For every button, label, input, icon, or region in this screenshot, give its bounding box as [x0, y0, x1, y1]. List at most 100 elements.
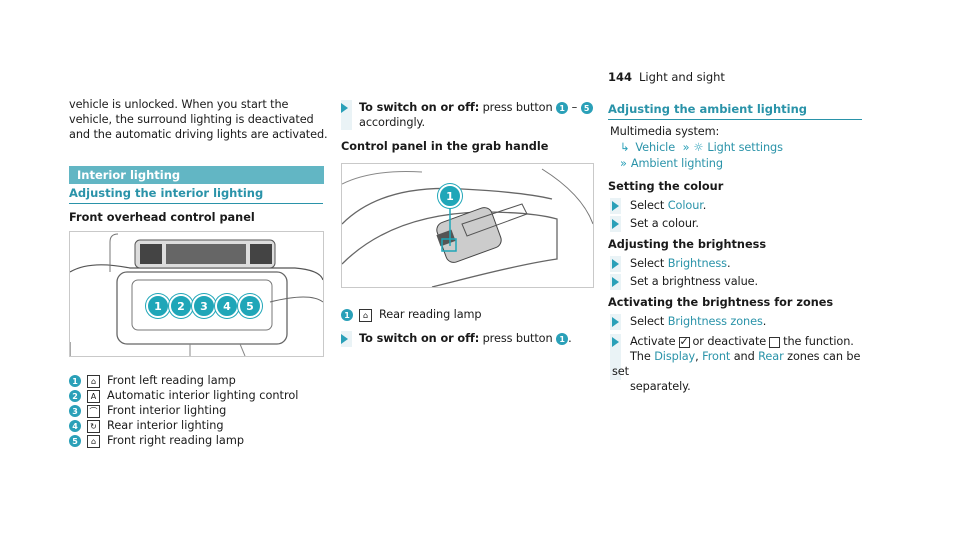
legend-text: Automatic interior lighting control — [107, 389, 299, 402]
step-marker-bg — [610, 334, 621, 380]
callout-5: 5 — [238, 294, 262, 318]
legend-num: 5 — [69, 435, 81, 447]
zones-title: Activating the brightness for zones — [608, 296, 834, 309]
set-colour-title: Setting the colour — [608, 180, 724, 193]
nav-light-settings-link[interactable]: Light settings — [707, 141, 783, 154]
callout-4: 4 — [215, 294, 239, 318]
step-text: Select — [630, 315, 668, 328]
nav-path-line1: ↳ Vehicle »☼Light settings — [620, 140, 783, 155]
step-text: press button — [479, 101, 553, 114]
callout-1: 1 — [438, 184, 462, 208]
step-arrow-icon — [612, 277, 619, 287]
callout-leader — [441, 208, 457, 252]
overhead-panel-illustration: 1 2 3 4 5 — [69, 231, 324, 357]
step-arrow-icon — [341, 334, 348, 344]
display-zone-link[interactable]: Display — [654, 350, 696, 363]
legend-text: Rear interior lighting — [107, 419, 224, 432]
step-switch-grab: To switch on or off: press button 1. — [341, 331, 601, 346]
step-text: press button — [479, 332, 553, 345]
overhead-panel-drawing — [70, 233, 323, 356]
step-text: , — [695, 350, 703, 363]
auto-lighting-icon: A — [87, 389, 100, 403]
step-text: accordingly. — [359, 116, 425, 129]
step-set-brightness: Set a brightness value. — [612, 274, 758, 289]
reading-lamp-icon: ⌂ — [87, 374, 100, 388]
nav-path-line2: »Ambient lighting — [620, 156, 723, 171]
front-interior-lighting-icon: ⌒ — [87, 404, 100, 418]
rear-interior-lighting-icon: ↻ — [87, 419, 100, 433]
page-header: 144 Light and sight — [608, 70, 725, 84]
step-marker-bg — [341, 100, 352, 130]
step-num: 1 — [556, 102, 569, 114]
step-select-zones: Select Brightness zones. — [612, 314, 766, 329]
step-text: or deactivate — [692, 335, 767, 348]
step-text: . — [762, 315, 767, 328]
checkbox-empty-icon — [769, 336, 781, 348]
checkbox-checked-icon — [678, 334, 690, 349]
step-arrow-icon — [612, 259, 619, 269]
brightness-link[interactable]: Brightness — [667, 257, 727, 270]
step-text: separately. — [630, 380, 691, 393]
step-arrow-icon — [341, 103, 348, 113]
multimedia-label: Multimedia system: — [610, 125, 720, 138]
step-bold: To switch on or off: — [359, 101, 480, 114]
step-dash: – — [571, 101, 578, 114]
colour-link[interactable]: Colour — [667, 199, 703, 212]
legend-text: Rear reading lamp — [379, 308, 482, 321]
legend-num: 3 — [69, 405, 81, 417]
step-select-colour: Select Colour. — [612, 198, 706, 213]
nav-vehicle-link[interactable]: Vehicle — [635, 141, 676, 154]
page-number: 144 — [608, 70, 633, 84]
step-num: 5 — [580, 102, 593, 114]
step-activate: Activate or deactivate the function. The D… — [612, 334, 862, 394]
grab-handle-drawing — [342, 168, 593, 287]
step-text: Activate — [630, 335, 676, 348]
step-text: the function. — [783, 335, 854, 348]
step-num: 1 — [556, 333, 569, 345]
section-bar: Interior lighting — [69, 166, 324, 184]
legend-item: 3 ⌒ Front interior lighting — [69, 403, 339, 418]
step-text: Select — [630, 199, 668, 212]
subheading-interior: Adjusting the interior lighting — [69, 186, 323, 204]
brightness-title: Adjusting the brightness — [608, 238, 767, 251]
callout-3: 3 — [192, 294, 216, 318]
intro-paragraph: vehicle is unlocked. When you start the … — [69, 98, 328, 141]
legend-text: Front right reading lamp — [107, 434, 245, 447]
legend-num: 1 — [69, 375, 81, 387]
step-set-colour: Set a colour. — [612, 216, 699, 231]
rear-zone-link[interactable]: Rear — [758, 350, 784, 363]
front-zone-link[interactable]: Front — [702, 350, 731, 363]
step-text: Set a brightness value. — [630, 275, 758, 288]
chevron-right-icon: » — [682, 141, 690, 154]
step-select-brightness: Select Brightness. — [612, 256, 731, 271]
step-arrow-icon — [612, 219, 619, 229]
legend-item: 5⌂Front right reading lamp — [69, 433, 339, 448]
grab-legend-item: 1⌂Rear reading lamp — [341, 307, 482, 322]
step-bold: To switch on or off: — [359, 332, 480, 345]
return-arrow-icon: ↳ — [620, 141, 630, 154]
callout-1: 1 — [146, 294, 170, 318]
legend-num: 1 — [341, 309, 353, 321]
step-arrow-icon — [612, 201, 619, 211]
step-text: . — [726, 257, 731, 270]
legend-num: 4 — [69, 420, 81, 432]
step-text: zones can be set — [612, 350, 861, 378]
step-text: Set a colour. — [630, 217, 699, 230]
step-text: Select — [630, 257, 668, 270]
light-settings-icon: ☼ — [693, 141, 704, 154]
step-text: . — [568, 332, 572, 345]
brightness-zones-link[interactable]: Brightness zones — [667, 315, 763, 328]
step-text: . — [702, 199, 707, 212]
callout-2: 2 — [169, 294, 193, 318]
step-text: and — [730, 350, 759, 363]
step-arrow-icon — [612, 317, 619, 327]
step-arrow-icon — [612, 337, 619, 347]
legend-num: 2 — [69, 390, 81, 402]
nav-ambient-link[interactable]: Ambient lighting — [630, 157, 723, 170]
section-title: Light and sight — [639, 70, 725, 84]
legend-item: 4 ↻ Rear interior lighting — [69, 418, 339, 433]
legend-text: Front interior lighting — [107, 404, 227, 417]
step-text: The — [630, 350, 655, 363]
